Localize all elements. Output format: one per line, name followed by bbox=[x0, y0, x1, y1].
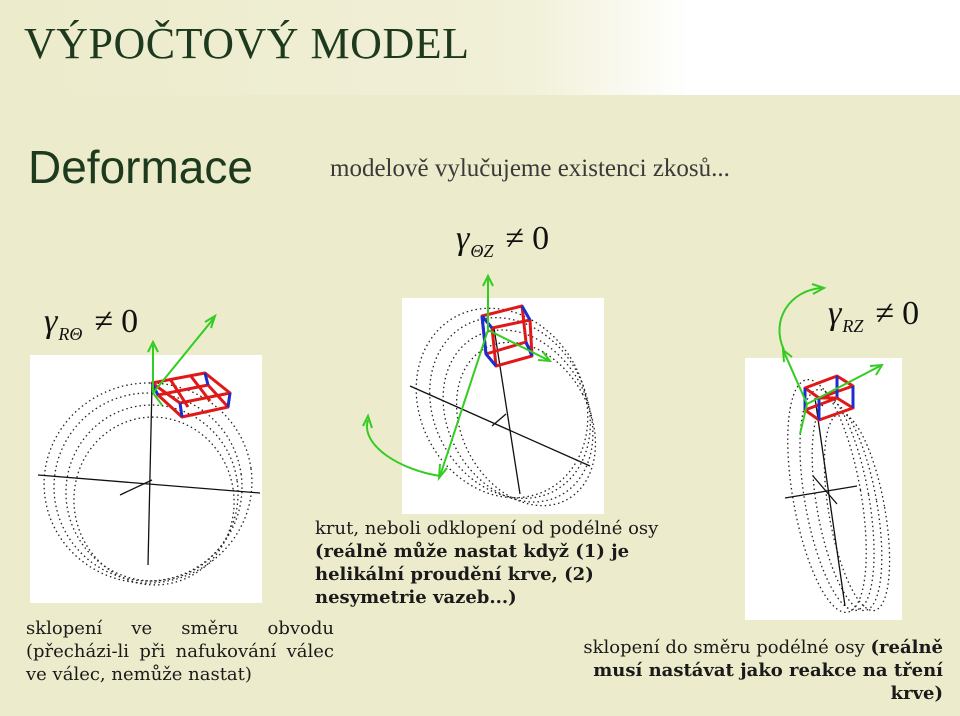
equation-gamma-r-theta: γRΘ ≠0 bbox=[44, 303, 139, 344]
gamma-subscript: ΘZ bbox=[470, 241, 494, 261]
coordinate-axes bbox=[784, 397, 858, 607]
dotted-cylinder-rings bbox=[43, 382, 253, 586]
model-note: modelově vylučujeme existenci zkosů... bbox=[330, 155, 730, 182]
gamma-subscript: RZ bbox=[842, 316, 864, 336]
gamma-subscript: RΘ bbox=[58, 324, 83, 344]
header-white-area bbox=[685, 0, 960, 95]
caption-torsion-line1: krut, neboli odklopení od podélné osy bbox=[315, 518, 659, 539]
green-direction-vectors bbox=[362, 273, 553, 482]
not-equal-symbol: ≠ bbox=[94, 303, 114, 340]
not-equal-symbol: ≠ bbox=[875, 295, 895, 332]
zero-value: 0 bbox=[902, 295, 920, 332]
gamma-symbol: γ bbox=[828, 295, 842, 332]
figure-left-panel bbox=[30, 355, 262, 603]
caption-longitudinal-bold: (reálně musí nastávat jako reakce na tře… bbox=[593, 637, 943, 704]
section-subtitle: Deformace bbox=[28, 141, 253, 193]
gamma-symbol: γ bbox=[456, 220, 470, 257]
figure-right-panel bbox=[745, 358, 902, 620]
caption-longitudinal-tilt: sklopení do směru podélné osy (reálně mu… bbox=[545, 636, 943, 705]
equation-gamma-theta-z: γΘZ ≠0 bbox=[456, 220, 550, 261]
zero-value: 0 bbox=[532, 220, 550, 257]
zero-value: 0 bbox=[121, 303, 139, 340]
not-equal-symbol: ≠ bbox=[505, 220, 525, 257]
gamma-symbol: γ bbox=[44, 303, 58, 340]
equation-gamma-r-z: γRZ ≠0 bbox=[828, 295, 920, 336]
caption-torsion-line2: (reálně může nastat když (1) je helikáln… bbox=[315, 541, 630, 608]
green-direction-vectors bbox=[778, 283, 884, 435]
coordinate-axes bbox=[409, 327, 591, 495]
caption-circumferential-tilt: sklopení ve směru obvodu (přecházi-li př… bbox=[26, 618, 334, 685]
caption-longitudinal-plain: sklopení do směru podélné osy bbox=[583, 637, 871, 658]
green-direction-vectors bbox=[147, 313, 217, 406]
coordinate-axes bbox=[37, 384, 261, 566]
caption-torsion: krut, neboli odklopení od podélné osy (r… bbox=[315, 517, 705, 609]
figure-middle-panel bbox=[402, 298, 604, 514]
page-title: VÝPOČTOVÝ MODEL bbox=[24, 19, 470, 68]
